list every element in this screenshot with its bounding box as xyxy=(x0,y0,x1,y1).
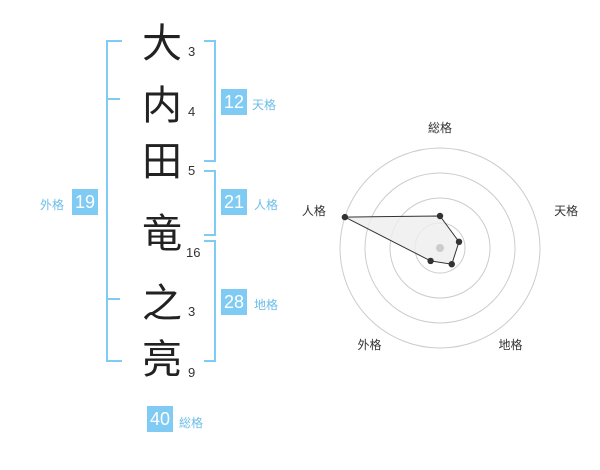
jinkaku-label: 人格 xyxy=(254,198,279,212)
gaikaku-value: 19 xyxy=(72,189,98,215)
name-char-5: 之 xyxy=(142,281,182,327)
radar-point-2 xyxy=(455,238,463,246)
name-char-4: 竜 xyxy=(142,211,182,257)
name-char-3: 田 xyxy=(142,139,182,185)
radar-ring-4 xyxy=(339,147,541,349)
radar-ring-3 xyxy=(364,172,516,324)
radar-markers xyxy=(341,212,463,268)
radar-point-5 xyxy=(341,213,349,221)
radar-ring-2 xyxy=(389,197,491,299)
chikaku-label: 地格 xyxy=(254,298,279,312)
chikaku-value: 28 xyxy=(221,289,247,315)
stroke-count-1: 3 xyxy=(188,44,196,59)
jinkaku-value: 21 xyxy=(221,189,247,215)
soukaku-label: 総格 xyxy=(179,416,204,430)
stroke-count-4: 16 xyxy=(186,245,201,260)
radar-polygon xyxy=(344,215,460,265)
name-char-1: 大 xyxy=(142,21,182,67)
stroke-count-2: 4 xyxy=(188,104,196,119)
gaikaku-bracket xyxy=(106,40,122,362)
radar-point-3 xyxy=(448,260,455,268)
tenkaku-bracket xyxy=(204,40,216,162)
gaikaku-bracket-tick-top xyxy=(106,98,120,100)
radar-axis-label-3: 地格 xyxy=(499,337,523,352)
name-char-6: 亮 xyxy=(142,337,182,383)
radar-rings xyxy=(339,147,541,349)
radar-axis-label-1: 総格 xyxy=(428,120,452,135)
radar-point-4 xyxy=(427,257,434,265)
stroke-count-5: 3 xyxy=(188,304,196,319)
stroke-count-3: 5 xyxy=(188,163,196,178)
radar-axis-label-5: 人格 xyxy=(302,203,326,218)
tenkaku-label: 天格 xyxy=(252,98,277,112)
radar-center-dot xyxy=(436,244,444,252)
radar-axis-label-4: 外格 xyxy=(357,337,381,352)
radar-axis-label-2: 天格 xyxy=(554,203,578,218)
gaikaku-label: 外格 xyxy=(40,198,65,212)
jinkaku-bracket xyxy=(204,170,216,236)
name-char-2: 内 xyxy=(142,83,182,129)
stroke-count-6: 9 xyxy=(188,365,196,380)
gaikaku-bracket-tick-bottom xyxy=(106,298,120,300)
chikaku-bracket xyxy=(204,240,216,362)
soukaku-value: 40 xyxy=(147,406,173,432)
tenkaku-value: 12 xyxy=(221,89,247,115)
radar-point-1 xyxy=(436,212,444,220)
